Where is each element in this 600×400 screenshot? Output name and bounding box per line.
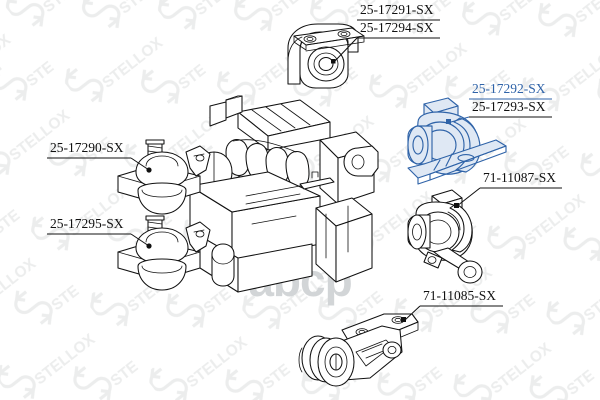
leader-line bbox=[404, 305, 421, 321]
part-code-25-17291: 25-17291-SX bbox=[360, 2, 434, 17]
part-label-25-17291[interactable]: 25-17291-SX 25-17294-SX bbox=[333, 2, 440, 63]
upper-engine-mount-bracket bbox=[287, 23, 365, 89]
leader-line bbox=[130, 157, 150, 171]
part-code-25-17294: 25-17294-SX bbox=[360, 20, 434, 35]
part-label-71-11087[interactable]: 71-11087-SX bbox=[456, 170, 562, 207]
leader-line bbox=[456, 187, 481, 207]
part-label-25-17292[interactable]: 25-17292-SX 25-17293-SX bbox=[450, 81, 552, 123]
part-code-25-17293: 25-17293-SX bbox=[472, 99, 546, 114]
leader-line-highlighted bbox=[450, 116, 470, 123]
leader-line bbox=[130, 233, 150, 247]
part-code-71-11085: 71-11085-SX bbox=[423, 288, 496, 303]
engine-block-illustration bbox=[189, 95, 379, 293]
torque-rod-lower-link bbox=[298, 313, 419, 387]
part-code-25-17292-highlighted: 25-17292-SX bbox=[472, 81, 546, 96]
part-label-25-17295[interactable]: 25-17295-SX bbox=[47, 216, 150, 247]
leader-line bbox=[333, 37, 358, 63]
rear-transmission-mount bbox=[407, 189, 483, 284]
part-code-25-17295: 25-17295-SX bbox=[50, 216, 124, 231]
part-code-71-11087: 71-11087-SX bbox=[483, 170, 556, 185]
part-code-25-17290: 25-17290-SX bbox=[50, 140, 124, 155]
part-label-25-17290[interactable]: 25-17290-SX bbox=[47, 140, 150, 171]
part-label-71-11085[interactable]: 71-11085-SX bbox=[404, 288, 503, 321]
right-hydraulic-engine-mount bbox=[407, 97, 507, 185]
left-lower-strut-mount bbox=[117, 215, 211, 291]
